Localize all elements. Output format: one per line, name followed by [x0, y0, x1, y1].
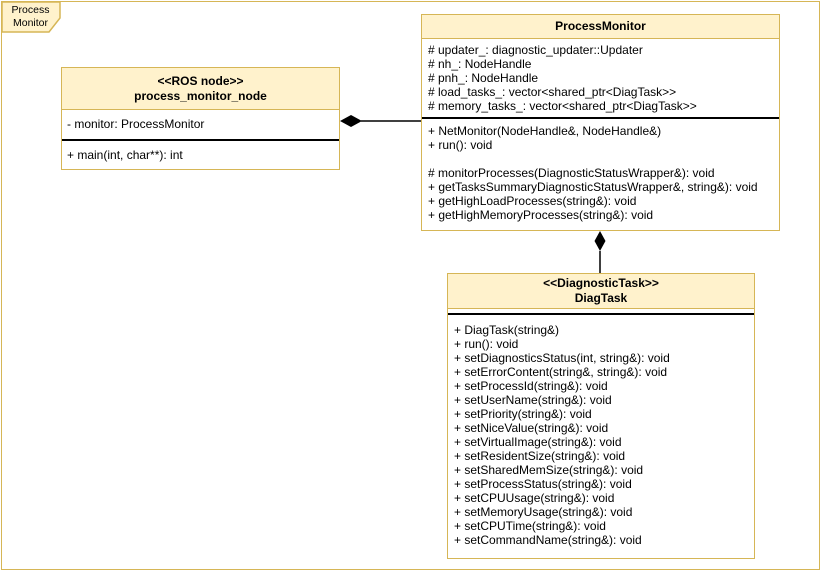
class-name: ProcessMonitor [555, 19, 646, 33]
method-row: + setUserName(string&): void [454, 393, 612, 407]
compartment-divider [448, 313, 754, 315]
class-name: DiagTask [574, 291, 628, 305]
composition-diamond-icon [340, 115, 362, 127]
class-box-process-monitor[interactable]: ProcessMonitor # updater_: diagnostic_up… [421, 14, 780, 231]
method-row: + setProcessStatus(string&): void [454, 477, 632, 491]
method-row: + main(int, char**): int [67, 147, 183, 162]
method-row: + getTasksSummaryDiagnosticStatusWrapper… [428, 180, 758, 194]
attribute-row: # updater_: diagnostic_updater::Updater [428, 43, 643, 57]
methods-compartment: + main(int, char**): int [62, 141, 339, 170]
method-row: + NetMonitor(NodeHandle&, NodeHandle&) [428, 124, 662, 138]
method-row: + setErrorContent(string&, string&): voi… [454, 365, 668, 379]
method-row: + setCPUUsage(string&): void [454, 491, 615, 505]
attribute-row: # nh_: NodeHandle [428, 57, 532, 71]
method-row: + setCommandName(string&): void [454, 533, 642, 547]
method-row: + run(): void [428, 138, 493, 152]
method-row: + run(): void [454, 337, 519, 351]
attribute-row: # memory_tasks_: vector<shared_ptr<DiagT… [428, 99, 697, 113]
method-row: + setProcessId(string&): void [454, 379, 608, 393]
frame-tab-label: Process Monitor [11, 4, 50, 29]
attribute-row: # pnh_: NodeHandle [428, 71, 539, 85]
composition-diamond-icon [594, 231, 606, 251]
class-name: process_monitor_node [134, 88, 267, 103]
method-row: + setMemoryUsage(string&): void [454, 505, 633, 519]
method-row: + setSharedMemSize(string&): void [454, 463, 644, 477]
method-row: + setPriority(string&): void [454, 407, 592, 421]
compartment-divider [62, 138, 339, 141]
method-row-spacer [428, 152, 773, 166]
composition-link-node-to-monitor[interactable] [340, 115, 421, 127]
class-header: ProcessMonitor [422, 15, 779, 39]
class-box-process-monitor-node[interactable]: <<ROS node>> process_monitor_node - moni… [61, 67, 340, 170]
attributes-compartment: - monitor: ProcessMonitor [62, 110, 339, 139]
method-row: + setDiagnosticsStatus(int, string&): vo… [454, 351, 670, 365]
attribute-row: # load_tasks_: vector<shared_ptr<DiagTas… [428, 85, 677, 99]
methods-compartment: + NetMonitor(NodeHandle&, NodeHandle&) +… [422, 119, 779, 227]
class-header: <<DiagnosticTask>> DiagTask [448, 274, 754, 309]
attribute-row: - monitor: ProcessMonitor [67, 117, 205, 132]
methods-compartment: + DiagTask(string&) + run(): void + setD… [448, 315, 754, 555]
attributes-compartment: # updater_: diagnostic_updater::Updater … [422, 39, 779, 117]
method-row: + setVirtualImage(string&): void [454, 435, 622, 449]
frame-tab-shape[interactable] [0, 0, 63, 35]
method-row: + getHighMemoryProcesses(string&): void [428, 208, 654, 222]
method-row: + setResidentSize(string&): void [454, 449, 626, 463]
class-header: <<ROS node>> process_monitor_node [62, 68, 339, 110]
method-row: + setNiceValue(string&): void [454, 421, 609, 435]
method-row: + DiagTask(string&) [454, 323, 560, 337]
composition-link-monitor-to-diagtask[interactable] [594, 231, 606, 273]
class-stereotype: <<DiagnosticTask>> [543, 276, 659, 290]
compartment-divider [422, 117, 779, 119]
class-box-diag-task[interactable]: <<DiagnosticTask>> DiagTask + DiagTask(s… [447, 273, 755, 559]
method-row: + setCPUTime(string&): void [454, 519, 606, 533]
method-row: # monitorProcesses(DiagnosticStatusWrapp… [428, 166, 715, 180]
class-stereotype: <<ROS node>> [157, 73, 244, 88]
method-row: + getHighLoadProcesses(string&): void [428, 194, 637, 208]
